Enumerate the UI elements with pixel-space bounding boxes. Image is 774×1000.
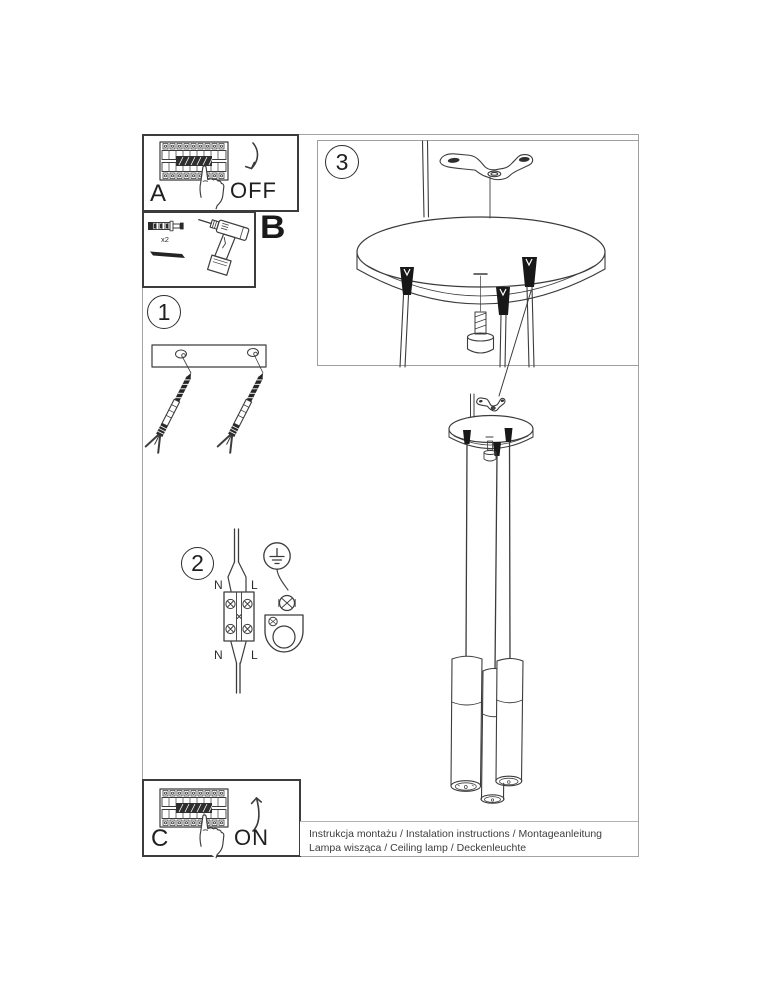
- step-3-box: [317, 140, 639, 368]
- canopy-screw: [466, 273, 495, 354]
- breaker-panel-icon: [159, 141, 229, 181]
- step-1-number: 1: [157, 298, 171, 325]
- cord-grip: [522, 257, 537, 287]
- curved-arrow-up-icon: [250, 797, 262, 832]
- step-2-illustration: N L N L: [214, 528, 304, 694]
- power-on-label: ON: [234, 825, 269, 850]
- mains-cable: [227, 528, 247, 694]
- power-drill-icon: [198, 219, 250, 276]
- footer-text-box: Instrukcja montażu / Instalation instruc…: [300, 821, 638, 856]
- anchor-quantity-label: x2: [161, 235, 169, 244]
- footer-line-2: Lampa wisząca / Ceiling lamp / Deckenleu…: [309, 842, 527, 854]
- wire-l-top-label: L: [251, 578, 258, 592]
- screw-anchor-assembly: [144, 373, 191, 454]
- mounting-bracket: [439, 153, 534, 219]
- step-c-label: C: [151, 825, 169, 852]
- step-2-badge: 2: [181, 547, 214, 580]
- cord-grip: [400, 267, 414, 295]
- screw-anchor-assembly: [216, 373, 263, 454]
- step-1-badge: 1: [147, 295, 181, 329]
- step-a-label: A: [150, 180, 167, 207]
- wire-n-top-label: N: [214, 578, 223, 592]
- step-b-box: x2: [142, 211, 256, 288]
- ground-clamp: [264, 568, 304, 653]
- step-c-box: C ON: [142, 779, 301, 859]
- wall-plug-anchor-icon: x2: [148, 220, 184, 244]
- earth-symbol-icon: [263, 542, 291, 570]
- step-a-box: A OFF: [142, 134, 299, 212]
- step-3-badge: 3: [325, 145, 359, 179]
- terminal-block: [223, 591, 255, 642]
- step-1-illustration: [144, 344, 267, 454]
- ceiling-canopy: [356, 216, 606, 305]
- step-b-illustration: x2: [148, 219, 250, 276]
- breaker-panel-icon: [159, 788, 229, 828]
- pointing-hand-icon: [199, 814, 225, 859]
- step-3-number: 3: [335, 148, 349, 175]
- step-b-label: B: [260, 209, 286, 245]
- wire-l-bottom-label: L: [251, 648, 258, 662]
- step-a-illustration: [159, 141, 259, 210]
- power-off-label: OFF: [230, 178, 277, 203]
- curved-arrow-down-icon: [245, 142, 259, 170]
- step-2-number: 2: [191, 550, 204, 576]
- mains-cable: [421, 140, 430, 218]
- canopy-detail-illustration: [356, 140, 606, 368]
- footer-line-1: Instrukcja montażu / Instalation instruc…: [309, 828, 602, 840]
- step-c-illustration: [159, 788, 262, 859]
- hanging-cords: [399, 286, 535, 368]
- cord-grip: [496, 287, 510, 315]
- pointing-hand-icon: [199, 165, 225, 210]
- mounting-strip: [151, 344, 267, 368]
- wire-n-bottom-label: N: [214, 648, 223, 662]
- screw-icon: [150, 251, 185, 258]
